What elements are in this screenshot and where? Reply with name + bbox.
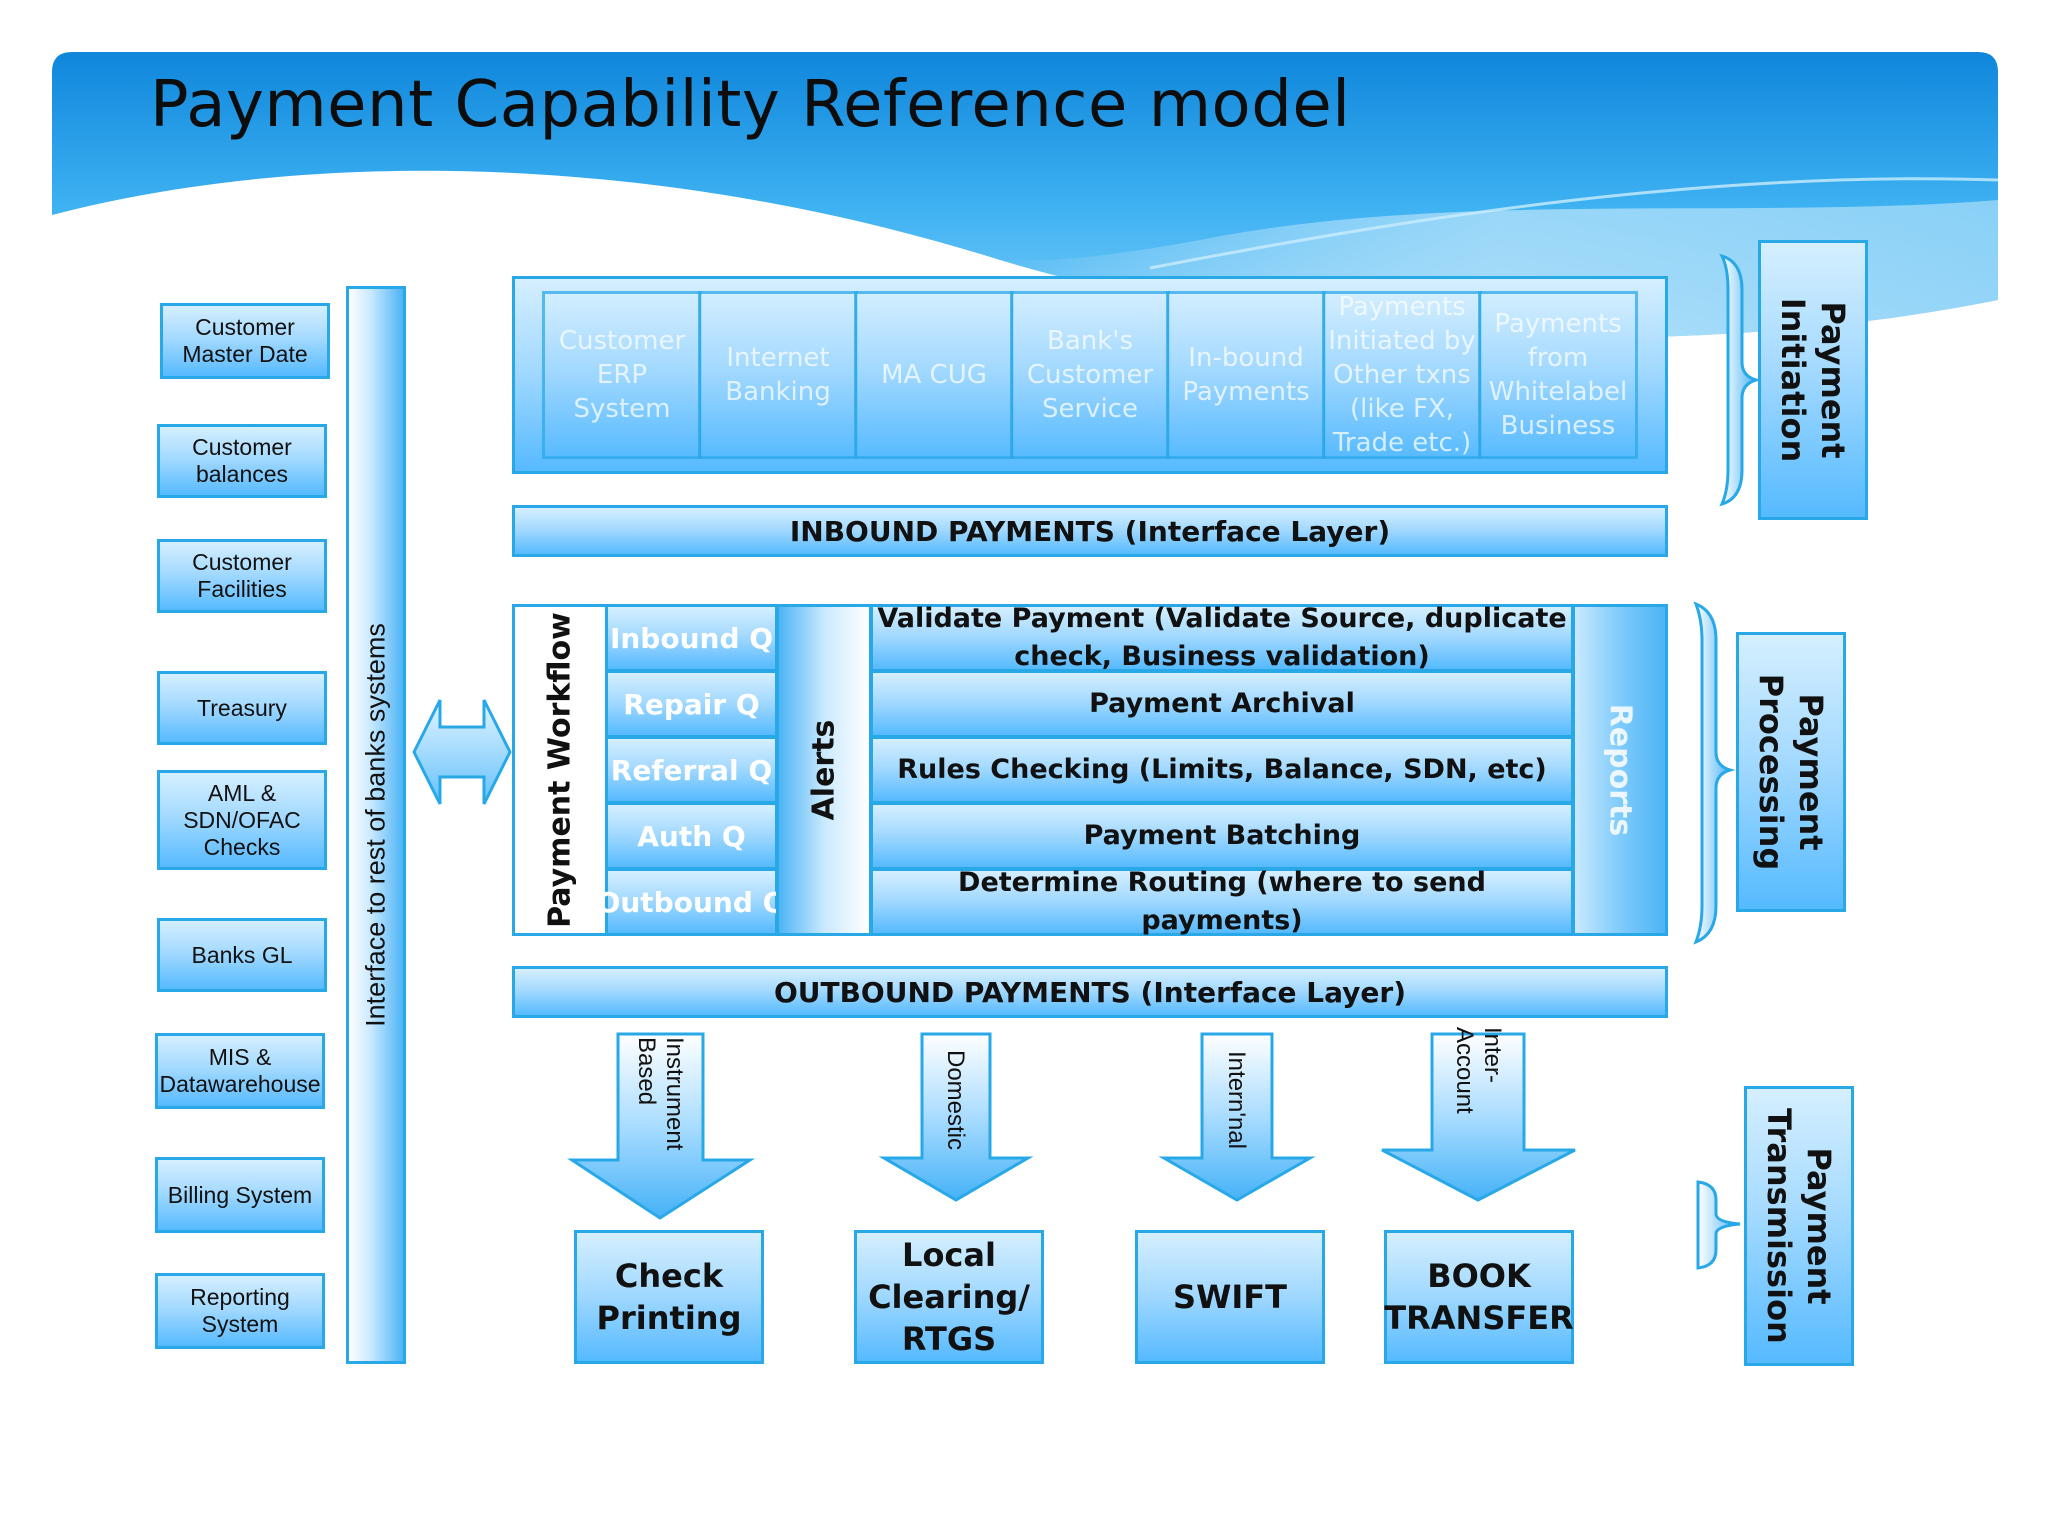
- channel-internet-banking: Internet Banking: [698, 291, 858, 459]
- dest-book-transfer: BOOK TRANSFER: [1384, 1230, 1574, 1364]
- queue-label: Outbound Q: [596, 885, 787, 919]
- dest-local-clearing: Local Clearing/ RTGS: [854, 1230, 1044, 1364]
- channel-label: MA CUG: [881, 360, 987, 390]
- dest-label: Check Printing: [596, 1257, 742, 1337]
- queue-inbound: Inbound Q: [605, 604, 778, 672]
- queue-referral: Referral Q: [605, 736, 778, 804]
- step-batching: Payment Batching: [870, 802, 1574, 870]
- system-label: Banks GL: [191, 941, 293, 968]
- brace-transmission: [1696, 1180, 1741, 1270]
- queue-label: Repair Q: [623, 687, 760, 721]
- system-label: Customer Facilities: [192, 549, 292, 602]
- system-label: Reporting System: [190, 1284, 290, 1337]
- interface-bar-label: Interface to rest of banks systems: [360, 623, 391, 1027]
- system-customer-master-date: Customer Master Date: [160, 303, 330, 379]
- queue-outbound: Outbound Q: [597, 868, 786, 936]
- phase-label: Payment Processing: [1752, 673, 1830, 871]
- dest-label: SWIFT: [1173, 1278, 1287, 1316]
- channel-whitelabel: Payments from Whitelabel Business: [1478, 291, 1638, 459]
- phase-processing: Payment Processing: [1736, 632, 1846, 912]
- queue-label: Referral Q: [610, 753, 773, 787]
- phase-initiation: Payment Initiation: [1758, 240, 1868, 520]
- step-validate-payment: Validate Payment (Validate Source, dupli…: [870, 603, 1574, 672]
- system-aml-checks: AML & SDN/OFAC Checks: [157, 770, 327, 870]
- step-label: Validate Payment (Validate Source, dupli…: [877, 603, 1567, 672]
- arrow-label-text: Intern'nal: [1223, 1051, 1250, 1149]
- arrow-label-international: Intern'nal: [1222, 1051, 1250, 1149]
- workflow-label: Payment Workflow: [542, 612, 578, 928]
- channel-customer-erp: Customer ERP System: [542, 291, 702, 459]
- system-mis-datawarehouse: MIS & Datawarehouse: [155, 1033, 325, 1109]
- phase-label: Payment Transmission: [1760, 1108, 1838, 1344]
- system-treasury: Treasury: [157, 671, 327, 745]
- system-reporting: Reporting System: [155, 1273, 325, 1349]
- channel-label: Payments Initiated by Other txns (like F…: [1328, 292, 1476, 458]
- queue-repair: Repair Q: [605, 670, 778, 738]
- step-archival: Payment Archival: [870, 670, 1574, 738]
- system-customer-facilities: Customer Facilities: [157, 539, 327, 613]
- system-label: AML & SDN/OFAC Checks: [183, 779, 301, 860]
- channel-label: In-bound Payments: [1182, 343, 1310, 407]
- channel-customer-service: Bank's Customer Service: [1010, 291, 1170, 459]
- queue-auth: Auth Q: [605, 802, 778, 870]
- system-label: Billing System: [167, 1181, 313, 1208]
- phase-label: Payment Initiation: [1774, 297, 1852, 463]
- channel-ma-cug: MA CUG: [854, 291, 1014, 459]
- dest-label: Local Clearing/ RTGS: [868, 1236, 1030, 1358]
- system-billing: Billing System: [155, 1157, 325, 1233]
- step-routing: Determine Routing (where to send payment…: [870, 867, 1574, 936]
- outbound-layer-label: OUTBOUND PAYMENTS (Interface Layer): [773, 975, 1407, 1009]
- system-label: Customer balances: [192, 434, 292, 487]
- reports-label: Reports: [1602, 703, 1638, 837]
- step-label: Payment Archival: [1089, 688, 1355, 719]
- dest-swift: SWIFT: [1135, 1230, 1325, 1364]
- system-label: MIS & Datawarehouse: [159, 1044, 321, 1097]
- brace-processing: [1693, 601, 1736, 945]
- arrow-label-text: Instrument Based: [633, 1037, 688, 1151]
- inbound-layer-label: INBOUND PAYMENTS (Interface Layer): [789, 514, 1391, 548]
- step-label: Payment Batching: [1083, 820, 1361, 851]
- double-arrow-icon: [412, 699, 512, 805]
- arrow-label-instrument: Instrument Based: [632, 1037, 688, 1167]
- dest-check-printing: Check Printing: [574, 1230, 764, 1364]
- arrow-label-text: Domestic: [942, 1049, 969, 1151]
- inbound-layer-bar: INBOUND PAYMENTS (Interface Layer): [512, 505, 1668, 557]
- queue-label: Auth Q: [637, 819, 746, 853]
- channel-label: Customer ERP System: [558, 326, 686, 424]
- system-label: Customer Master Date: [182, 314, 308, 367]
- arrow-label-domestic: Domestic: [941, 1050, 969, 1150]
- system-label: Treasury: [197, 694, 287, 721]
- page-title: Payment Capability Reference model: [150, 68, 1351, 142]
- outbound-layer-bar: OUTBOUND PAYMENTS (Interface Layer): [512, 966, 1668, 1018]
- reports-column: Reports: [1572, 604, 1668, 936]
- system-customer-balances: Customer balances: [157, 424, 327, 498]
- queue-label: Inbound Q: [609, 621, 774, 655]
- arrow-label-inter-account: Inter-Account: [1450, 1027, 1506, 1137]
- channel-inbound-payments: In-bound Payments: [1166, 291, 1326, 459]
- channel-other-txns: Payments Initiated by Other txns (like F…: [1322, 291, 1482, 459]
- step-label: Determine Routing (where to send payment…: [958, 867, 1486, 936]
- step-label: Rules Checking (Limits, Balance, SDN, et…: [897, 754, 1547, 785]
- dest-label: BOOK TRANSFER: [1384, 1257, 1574, 1337]
- workflow-column: Payment Workflow: [512, 604, 608, 936]
- alerts-column: Alerts: [776, 604, 872, 936]
- channel-label: Payments from Whitelabel Business: [1488, 309, 1628, 441]
- interface-bar: Interface to rest of banks systems: [346, 286, 406, 1364]
- channel-label: Internet Banking: [725, 343, 831, 407]
- arrow-label-text: Inter-Account: [1451, 1027, 1506, 1114]
- system-banks-gl: Banks GL: [157, 918, 327, 992]
- channel-label: Bank's Customer Service: [1026, 326, 1154, 424]
- alerts-label: Alerts: [806, 719, 842, 821]
- phase-transmission: Payment Transmission: [1744, 1086, 1854, 1366]
- step-rules-checking: Rules Checking (Limits, Balance, SDN, et…: [870, 736, 1574, 804]
